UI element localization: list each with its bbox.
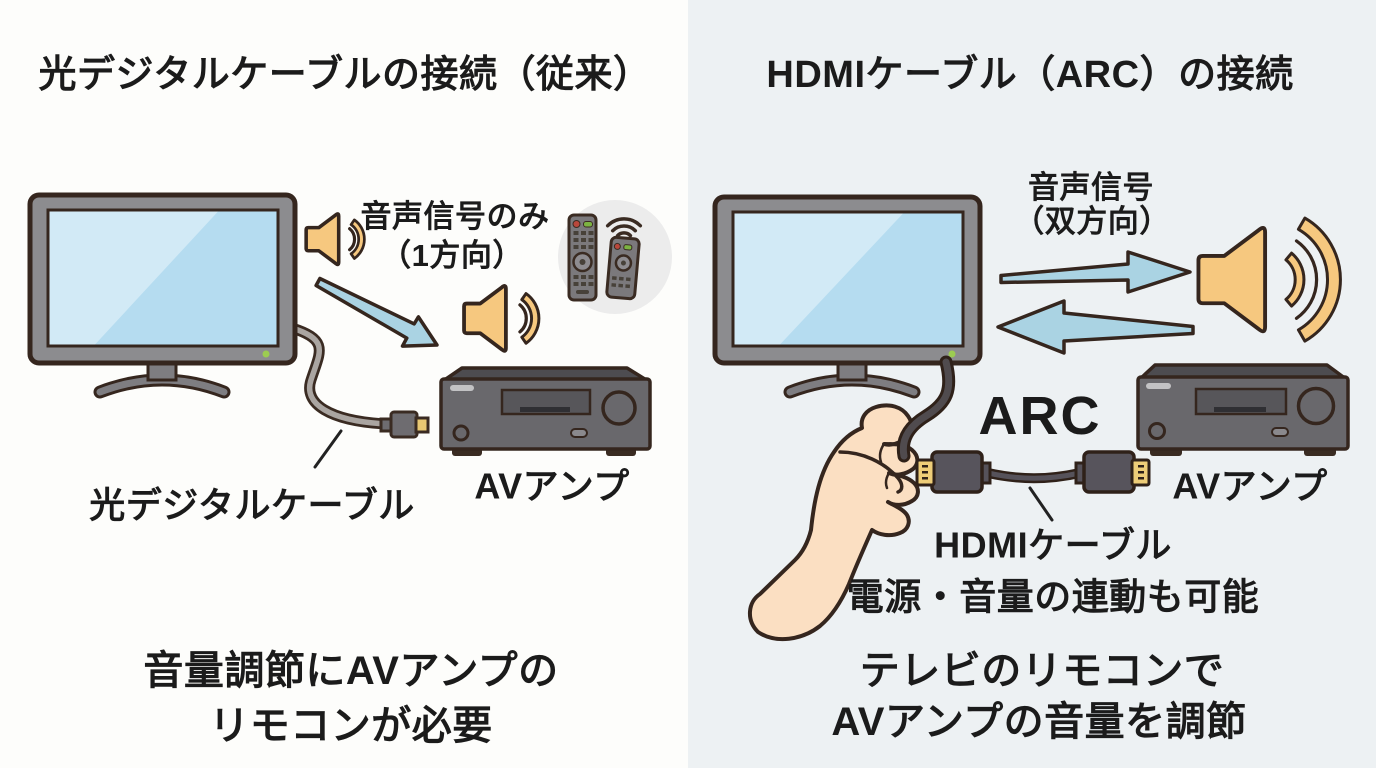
right-note-line2: AVアンプの音量を調節 [831,700,1247,744]
left-note-line2: リモコンが必要 [209,704,493,748]
signal-waves-icon [605,217,643,238]
av-amp-icon-left [439,366,652,456]
right-amp-label: AVアンプ [1172,465,1328,507]
left-audio-signal-label-line2: （1方向） [380,238,524,274]
speaker-icon-small [304,212,366,267]
speaker-icon-medium [462,284,541,353]
left-note-line1: 音量調節にAVアンプの [143,649,559,693]
tv-led-right [948,350,956,358]
optical-cable-icon [286,322,430,439]
hdmi-cable-note: 電源・音量の連動も可能 [846,576,1260,618]
tv-led-left [262,350,270,358]
speaker-icon-large [1196,216,1342,343]
right-note-line1: テレビのリモコンで [859,649,1225,693]
leader-line-hdmi [1028,486,1054,522]
optical-cable-label: 光デジタルケーブル [89,484,415,526]
tv-icon-left [27,192,298,399]
left-audio-signal-label-line1: 音声信号のみ [360,199,550,235]
leader-line-optical [313,429,343,469]
tv-icon-right [712,194,983,399]
arc-tv-cable-icon [896,355,956,463]
left-amp-label: AVアンプ [474,465,630,507]
hand-icon [748,403,920,642]
left-panel-title: 光デジタルケーブルの接続（従来） [38,54,652,97]
bidirectional-arrows-icon [996,250,1195,355]
hdmi-cable-icon [915,450,1151,494]
right-panel-title: HDMIケーブル（ARC）の接続 [766,54,1294,97]
av-amp-icon-right [1136,363,1350,456]
hdmi-cable-label: HDMIケーブル [934,524,1172,566]
arc-label: ARC [978,385,1102,446]
right-audio-signal-label-line2: （双方向） [1013,204,1171,240]
audio-arrow-icon [314,276,439,348]
right-audio-signal-label-line1: 音声信号 [1028,170,1154,206]
remote-controls-icon [558,200,672,314]
